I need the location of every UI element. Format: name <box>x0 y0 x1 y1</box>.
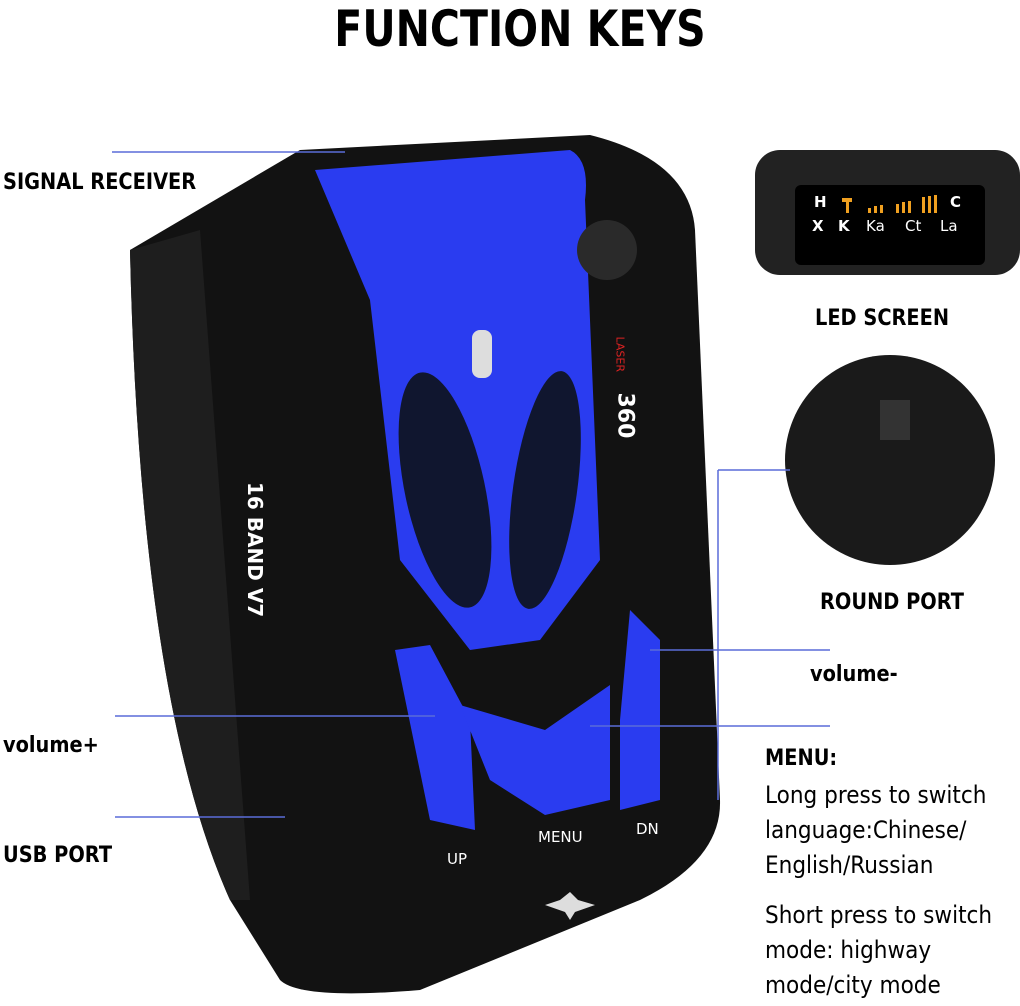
screen-x: X <box>812 217 824 235</box>
speaker-grille-right <box>509 371 581 609</box>
dn-button <box>620 610 660 810</box>
up-button <box>395 645 475 830</box>
screen-ka: Ka <box>866 217 885 235</box>
laser-text: LASER <box>613 336 627 372</box>
round-port-label: ROUND PORT <box>820 590 964 615</box>
screen-ct: Ct <box>905 217 922 235</box>
usb-port-label: USB PORT <box>3 843 113 868</box>
round-port-photo <box>785 355 995 565</box>
speaker-grille-left <box>398 372 492 608</box>
led-screen-display <box>795 185 985 265</box>
menu-label: MENU <box>538 828 583 846</box>
bat-logo <box>545 892 595 920</box>
led-screen-label: LED SCREEN <box>815 306 950 331</box>
band-text: 16 BAND V7 <box>243 482 267 618</box>
round-port-socket <box>880 400 910 440</box>
screen-h: H <box>814 193 827 211</box>
menu-long-press-desc: Long press to switch language:Chinese/ E… <box>765 781 987 879</box>
up-label: UP <box>447 850 468 868</box>
power-led <box>472 330 492 378</box>
screen-c: C <box>950 193 962 211</box>
dn-label: DN <box>636 820 659 838</box>
volume-minus-label: volume- <box>810 662 898 687</box>
signal-receiver-label: SIGNAL RECEIVER <box>3 170 197 195</box>
model-text: 360 <box>612 392 638 439</box>
pointer-lines <box>112 151 830 818</box>
screen-k: K <box>838 217 850 235</box>
menu-title: MENU: <box>765 746 838 771</box>
volume-plus-label: volume+ <box>3 733 99 758</box>
round-knob <box>577 220 637 280</box>
page-title: FUNCTION KEYS <box>334 0 706 58</box>
signal-bars <box>842 195 937 213</box>
screen-la: La <box>940 217 958 235</box>
menu-button <box>460 685 610 815</box>
menu-short-press-desc: Short press to switch mode: highway mode… <box>765 901 993 999</box>
device-side <box>130 230 250 900</box>
